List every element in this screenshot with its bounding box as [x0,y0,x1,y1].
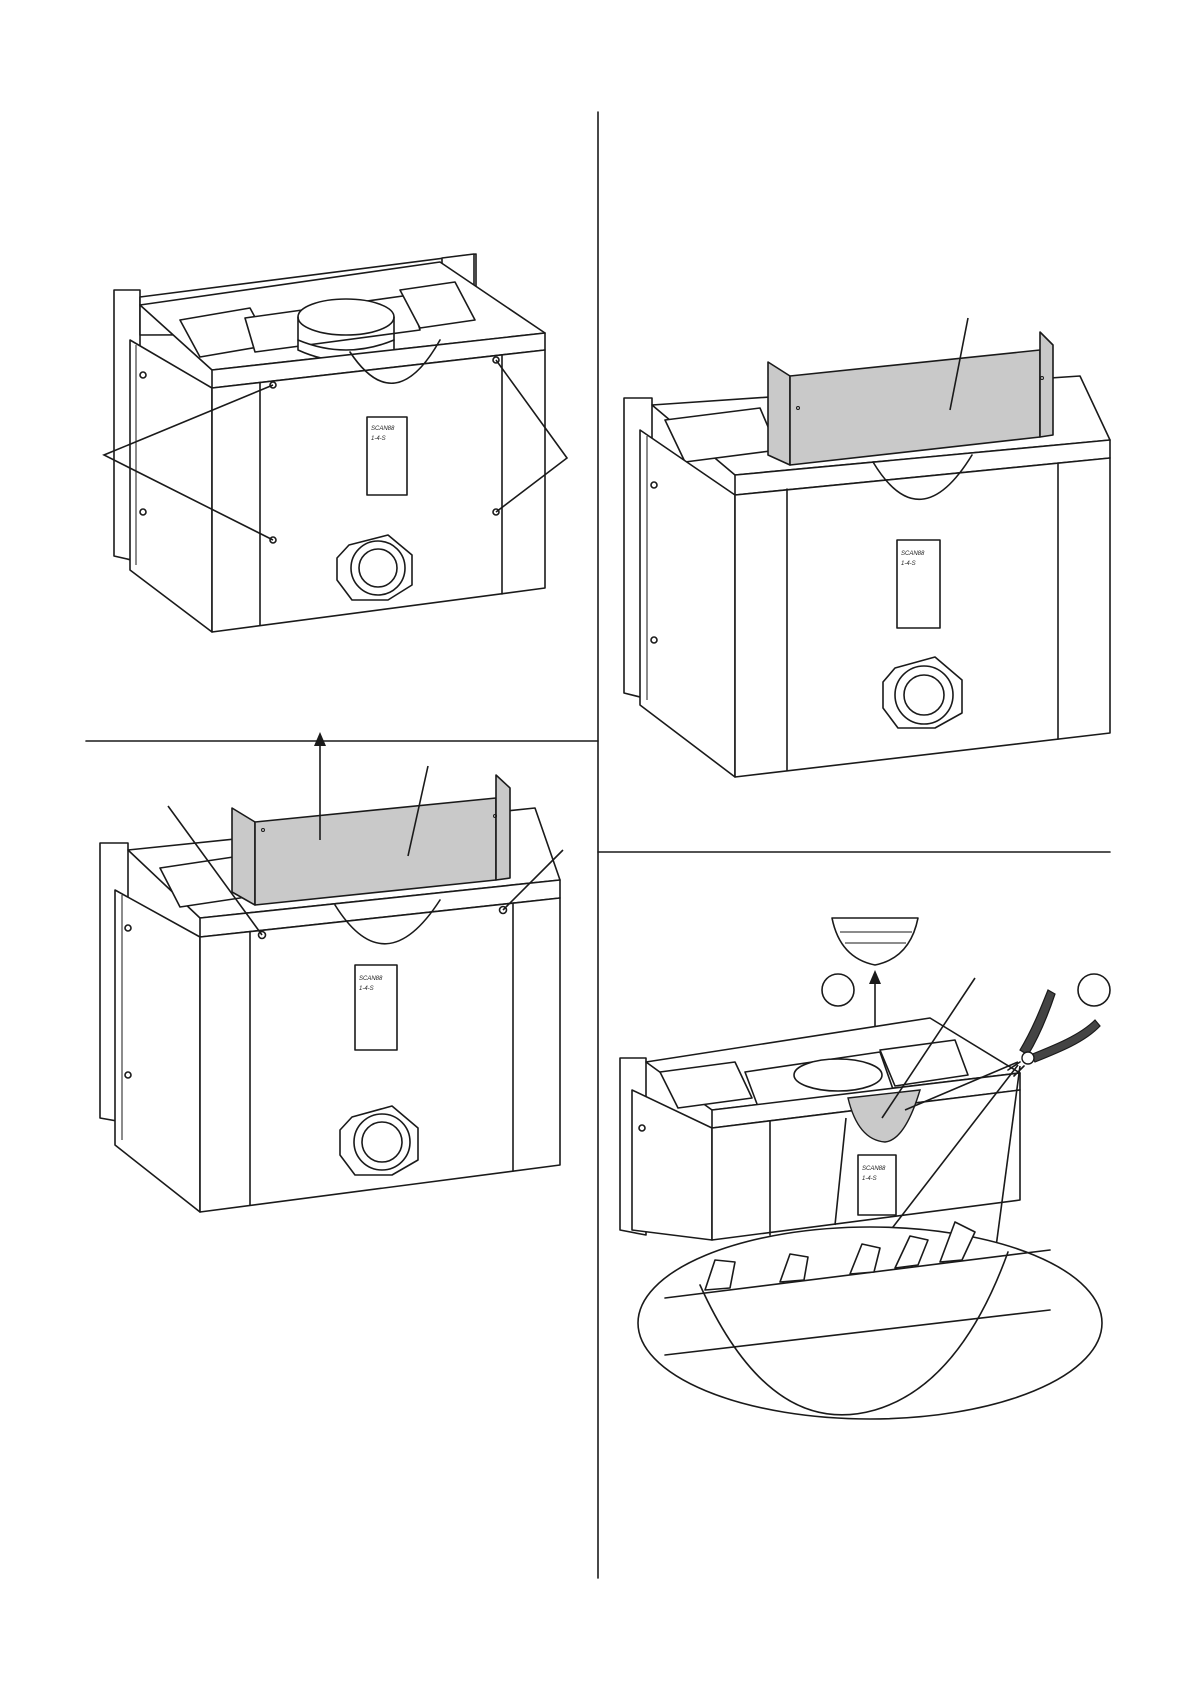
air-inlet-opening [904,675,944,715]
air-inlet-opening [362,1122,402,1162]
air-inlet-opening [359,549,397,587]
sticker-line-2: 1-4-S [862,1176,877,1182]
removed-arc-piece [832,918,918,965]
left-side-panel [632,1090,712,1240]
sticker-line-1: SCAN88 [359,976,383,982]
sticker-line-1: SCAN88 [371,426,395,432]
panel-1-remove-screws: SCAN88 1-4-S [104,254,567,632]
sticker-line-1: SCAN88 [901,551,925,557]
sticker-line-2: 1-4-S [371,436,386,442]
shield-right-flange [496,775,510,880]
flue-collar-top [298,299,394,335]
rating-sticker [858,1155,896,1215]
left-side-panel [115,890,200,1212]
sticker-line-2: 1-4-S [359,986,374,992]
left-side-panel [130,340,212,632]
up-arrow-head [314,732,326,746]
panel-3-shield-mounted: SCAN88 1-4-S [624,318,1110,777]
step-circle-right [1078,974,1110,1006]
shield-right-flange [1040,332,1053,437]
side-screw-1 [140,372,146,378]
panel-2-lift-shield: SCAN88 1-4-S [100,732,563,1212]
sticker-line-1: SCAN88 [862,1166,886,1172]
shield-left-flange [768,362,790,465]
up-arrow-head [869,970,881,984]
sticker-line-2: 1-4-S [901,561,916,567]
side-screw-2 [140,509,146,515]
flue-collar-top [794,1059,882,1091]
side-screw [639,1125,645,1131]
side-screw-2 [651,637,657,643]
panel-4-cut-arc: SCAN88 1-4-S [620,918,1110,1419]
step-circle-left [822,974,854,1006]
shield-left-flange [232,808,255,905]
side-screw-1 [125,925,131,931]
side-screw-2 [125,1072,131,1078]
side-screw-1 [651,482,657,488]
